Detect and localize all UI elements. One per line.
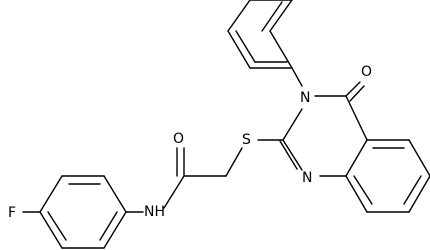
ring-nitrogen-1-label: N [302, 170, 312, 186]
amide-nitrogen-label: NH [144, 204, 165, 220]
ring-nitrogen-3-label: N [300, 90, 310, 106]
amide-oxygen-label: O [173, 131, 184, 147]
bond-lines [22, 0, 430, 249]
sulfur-label: S [242, 132, 251, 148]
fluorine-label: F [8, 205, 16, 221]
ring-oxygen-label: O [361, 64, 372, 80]
atom-labels: F NH O S N O N [8, 64, 372, 221]
